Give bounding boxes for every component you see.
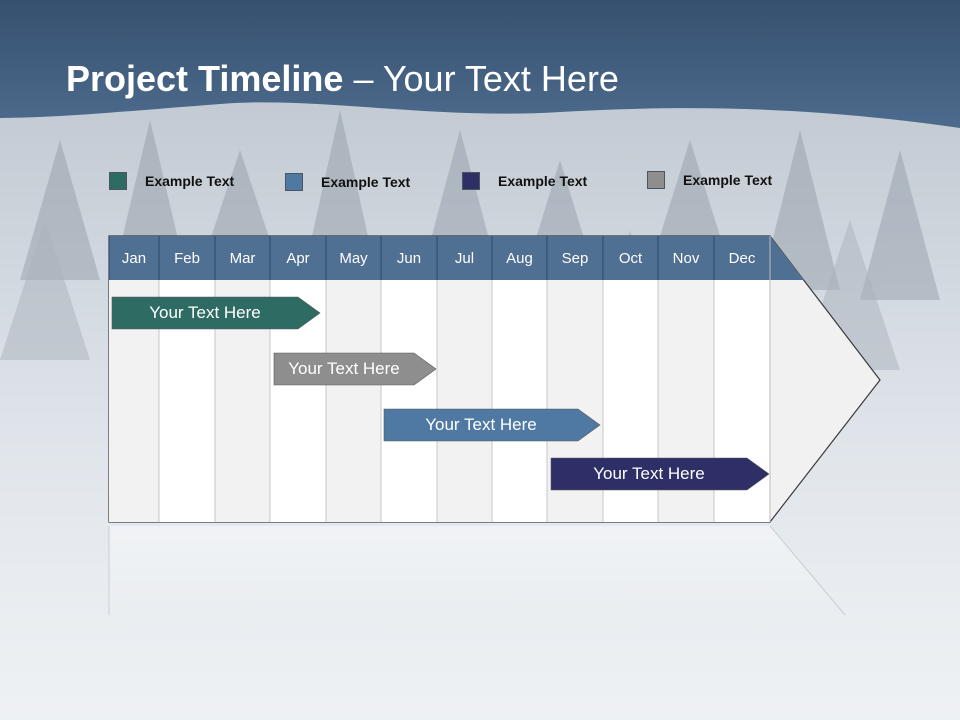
- month-label: Jul: [454, 249, 475, 267]
- month-label: Oct: [618, 249, 643, 267]
- month-label: Nov: [672, 249, 700, 267]
- legend-swatch: [109, 172, 127, 190]
- legend-label: Example Text: [321, 174, 411, 190]
- month-label: May: [339, 249, 368, 267]
- month-column: [326, 280, 381, 522]
- month-column: [381, 280, 437, 522]
- month-column: [437, 280, 492, 522]
- legend-swatch: [462, 172, 480, 190]
- task-bar: [111, 296, 321, 330]
- month-header-band: [109, 236, 804, 280]
- month-column: [492, 280, 547, 522]
- legend-item: Example Text: [462, 171, 587, 191]
- legend-label: Example Text: [498, 173, 588, 189]
- month-label: Jun: [396, 249, 422, 267]
- legend-label: Example Text: [145, 173, 235, 189]
- page-title: Project Timeline – Your Text Here: [66, 58, 619, 100]
- legend-item: Example Text: [647, 170, 772, 190]
- chart-reflection: [109, 526, 845, 615]
- month-label: Dec: [728, 249, 756, 267]
- task-bars: [111, 296, 770, 491]
- legend-swatch: [285, 173, 303, 191]
- title-band: [0, 0, 960, 128]
- task-bar: [550, 457, 770, 491]
- month-label: Apr: [286, 249, 310, 267]
- task-bar-label: Your Text Here: [288, 359, 400, 378]
- title-rest: – Your Text Here: [343, 58, 619, 99]
- month-label: Jan: [121, 249, 147, 267]
- task-bar-label: Your Text Here: [593, 464, 705, 483]
- month-label: Sep: [561, 249, 589, 267]
- legend-item: Example Text: [285, 172, 410, 192]
- task-bar-label: Your Text Here: [149, 303, 261, 322]
- month-label: Aug: [506, 249, 533, 267]
- title-bold: Project Timeline: [66, 58, 344, 99]
- legend-label: Example Text: [683, 172, 773, 188]
- legend-item: Example Text: [109, 171, 234, 191]
- task-bar-label: Your Text Here: [425, 415, 537, 434]
- legend-swatch: [647, 171, 665, 189]
- month-label: Mar: [229, 249, 256, 267]
- task-bar: [273, 352, 437, 386]
- task-bar: [383, 408, 601, 442]
- month-label: Feb: [174, 249, 200, 267]
